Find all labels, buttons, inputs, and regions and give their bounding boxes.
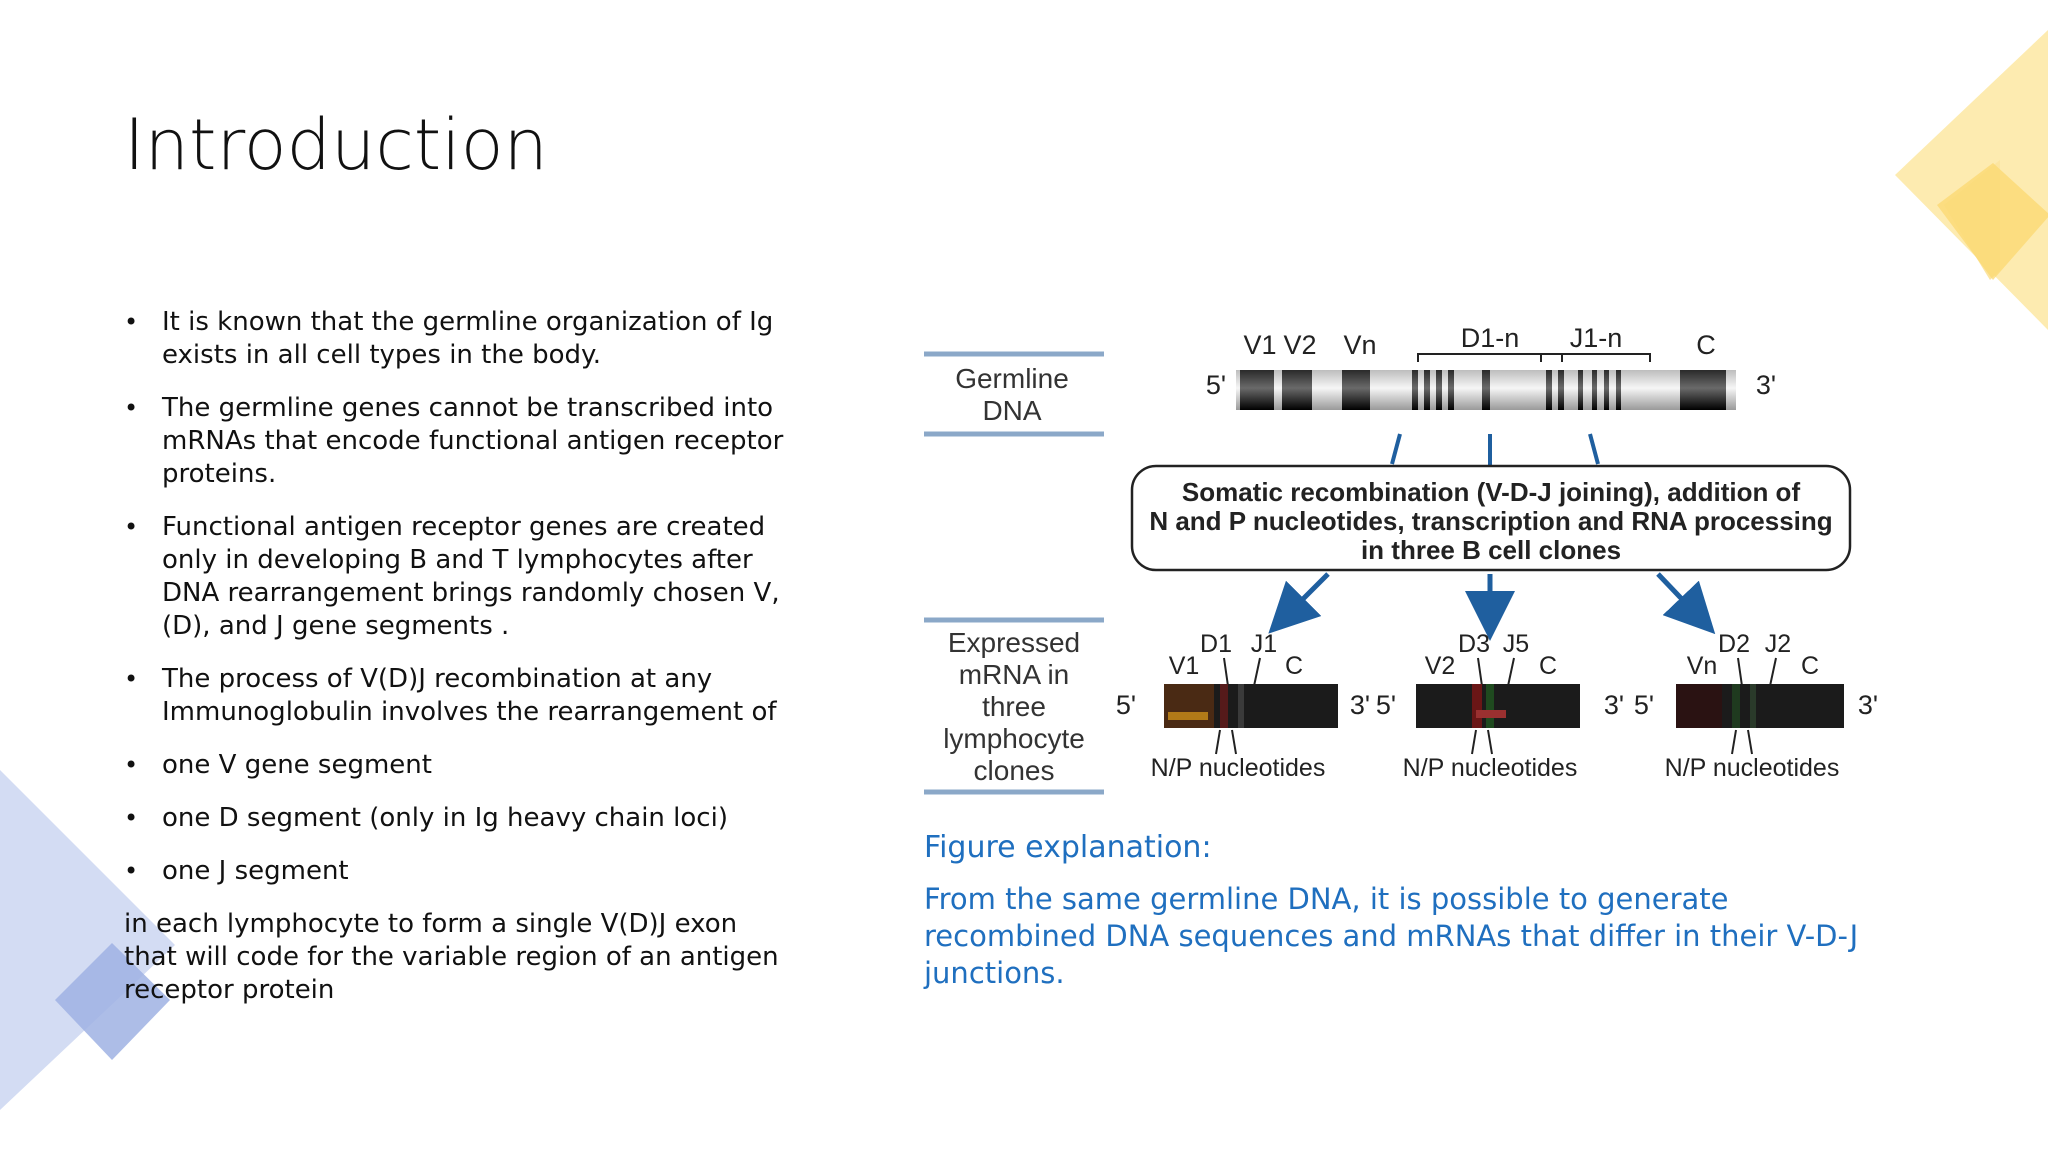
caption-body: From the same germline DNA, it is possib… [924, 882, 1859, 990]
gene-label-vn: Vn [1343, 330, 1376, 360]
gene-label-v1: V1 [1243, 330, 1276, 360]
clone-1-v: V1 [1169, 652, 1200, 680]
vdj-recombination-figure: Germline DNA V1 V2 Vn D1-n J1-n C 5' 3' [924, 326, 1878, 795]
expressed-line4: lymphocyte [943, 723, 1085, 754]
clone-3-v: Vn [1687, 652, 1718, 680]
expressed-line5: clones [974, 755, 1055, 786]
clone-2: D3 J5 V2 C 5' 3' N/P nucleotides [1376, 630, 1624, 782]
clone-1-np: N/P nucleotides [1151, 754, 1326, 782]
decorative-shapes-bottom-left [0, 770, 175, 1110]
bullet-item: one V gene segment [124, 749, 784, 782]
clone-1: D1 J1 V1 C 5' 3' N/P nucleotides [1116, 630, 1370, 782]
clone-2-three-prime: 3' [1604, 690, 1624, 720]
clone-1-j: J1 [1251, 630, 1277, 658]
process-line1: Somatic recombination (V-D-J joining), a… [1182, 477, 1801, 507]
page-title: Introduction [124, 104, 548, 186]
expressed-line2: mRNA in [959, 659, 1069, 690]
clone-1-c: C [1285, 652, 1303, 680]
decorative-shapes-top-right [1895, 30, 2048, 330]
gene-label-d: D1-n [1461, 326, 1520, 353]
caption-heading: Figure explanation: [924, 830, 1212, 865]
gene-label-v2: V2 [1283, 330, 1316, 360]
clone-3-three-prime: 3' [1858, 690, 1878, 720]
bullet-item: one J segment [124, 855, 784, 888]
bullet-item: one D segment (only in Ig heavy chain lo… [124, 802, 784, 835]
expressed-line1: Expressed [948, 627, 1080, 658]
process-line2: N and P nucleotides, transcription and R… [1149, 506, 1832, 536]
clone-1-d: D1 [1200, 630, 1232, 658]
clone-3-c: C [1801, 652, 1819, 680]
clone-3-five-prime: 5' [1634, 690, 1654, 720]
clone-1-three-prime: 3' [1350, 690, 1370, 720]
figure-caption: Figure explanation: From the same germli… [924, 830, 1904, 992]
bullet-item: The process of V(D)J recombination at an… [124, 663, 784, 729]
clone-2-v: V2 [1425, 652, 1456, 680]
clone-2-np: N/P nucleotides [1403, 754, 1578, 782]
clone-2-c: C [1539, 652, 1557, 680]
expressed-line3: three [982, 691, 1046, 722]
bullet-item: The germline genes cannot be transcribed… [124, 392, 784, 491]
gene-label-j: J1-n [1570, 326, 1623, 353]
five-prime-label: 5' [1206, 370, 1226, 400]
clone-3: D2 J2 Vn C 5' 3' N/P nucleotides [1634, 630, 1878, 782]
germline-label-line2: DNA [982, 395, 1041, 426]
clone-3-np: N/P nucleotides [1665, 754, 1840, 782]
bullet-list: It is known that the germline organizati… [124, 306, 784, 1007]
bullet-item: Functional antigen receptor genes are cr… [124, 511, 784, 643]
germline-label: Germline DNA [924, 351, 1104, 437]
process-box: Somatic recombination (V-D-J joining), a… [1130, 464, 1852, 572]
bullet-item: It is known that the germline organizati… [124, 306, 784, 372]
germline-label-line1: Germline [955, 363, 1069, 394]
clone-3-d: D2 [1718, 630, 1750, 658]
clone-2-five-prime: 5' [1376, 690, 1396, 720]
three-prime-label: 3' [1756, 370, 1776, 400]
clone-2-d: D3 [1458, 630, 1490, 658]
germline-dna-bar: 5' 3' [1206, 370, 1776, 410]
clone-2-j: J5 [1503, 630, 1529, 658]
clone-3-j: J2 [1765, 630, 1791, 658]
process-line3: in three B cell clones [1361, 535, 1621, 565]
gene-label-c: C [1696, 330, 1716, 360]
expressed-label: Expressed mRNA in three lymphocyte clone… [924, 617, 1104, 795]
closing-paragraph: in each lymphocyte to form a single V(D)… [124, 909, 779, 1005]
clone-1-five-prime: 5' [1116, 690, 1136, 720]
